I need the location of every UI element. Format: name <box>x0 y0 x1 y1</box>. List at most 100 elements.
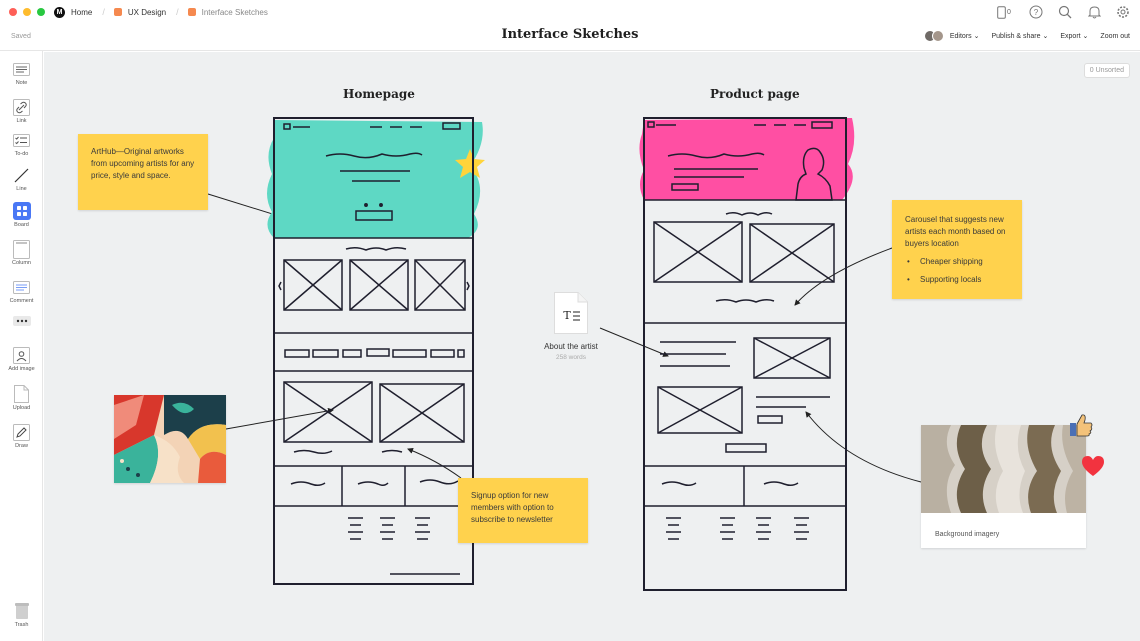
list-item: Cheaper shipping <box>905 256 1009 268</box>
document-word-count: 258 words <box>556 354 586 361</box>
search-button[interactable] <box>1056 3 1074 21</box>
tool-todo-label: To-do <box>14 151 29 157</box>
list-item: Supporting locals <box>905 274 1009 286</box>
close-window-button[interactable] <box>9 8 17 16</box>
breadcrumb-current[interactable]: Interface Sketches <box>201 7 268 17</box>
arrow-background-imagery[interactable] <box>805 411 922 483</box>
minimize-window-button[interactable] <box>23 8 31 16</box>
tool-comment[interactable]: Comment <box>0 278 43 304</box>
board-canvas[interactable]: 0 Unsorted Homepage Product page <box>44 52 1140 641</box>
unsorted-counter[interactable]: 0 Unsorted <box>1083 63 1130 78</box>
note-carousel[interactable]: Carousel that suggests new artists each … <box>892 200 1022 299</box>
tool-note-label: Note <box>15 80 28 86</box>
tool-draw-label: Draw <box>15 443 28 449</box>
tool-add-image-label: Add image <box>8 366 35 372</box>
saved-status: Saved <box>11 33 31 40</box>
tool-note[interactable]: Note <box>0 60 43 86</box>
tool-link[interactable]: Link <box>0 98 43 124</box>
zoom-window-button[interactable] <box>37 8 45 16</box>
pencil-icon <box>13 423 30 441</box>
board-color-icon <box>187 8 196 16</box>
tool-column[interactable]: Column <box>0 239 43 266</box>
phone-icon <box>997 5 1006 19</box>
editors-label: Editors <box>949 33 972 40</box>
arrow-carousel[interactable] <box>794 247 893 306</box>
help-button[interactable]: ? <box>1027 3 1045 21</box>
notifications-button[interactable] <box>1085 3 1103 21</box>
thumbs-up-sticker-icon[interactable] <box>1068 412 1094 438</box>
product-sketch-content <box>644 121 846 540</box>
tool-draw[interactable]: Draw <box>0 423 43 449</box>
window-controls <box>9 8 45 16</box>
document-card-about-artist[interactable]: T About the artist 258 words <box>531 292 611 361</box>
tool-link-label: Link <box>16 118 27 124</box>
note-signup-text: Signup option for new members with optio… <box>471 491 554 524</box>
arrow-artwork-image[interactable] <box>225 407 334 430</box>
column-icon <box>13 239 30 259</box>
settings-button[interactable] <box>1114 3 1132 21</box>
milanote-logo-icon[interactable]: M <box>54 6 65 18</box>
tool-board[interactable]: Board <box>0 202 43 228</box>
mobile-device-button[interactable]: 0 <box>992 3 1016 21</box>
export-label: Export <box>1060 33 1081 40</box>
breadcrumb-separator: / <box>102 7 105 17</box>
homepage-title: Homepage <box>343 87 415 101</box>
board-header: Saved Interface Sketches Editors ⌄ Publi… <box>0 24 1140 51</box>
tool-upload[interactable]: Upload <box>0 385 43 411</box>
tool-comment-label: Comment <box>9 298 34 304</box>
link-icon <box>13 98 30 116</box>
tool-todo[interactable]: To-do <box>0 131 43 157</box>
breadcrumb-ux-design[interactable]: UX Design <box>127 7 167 17</box>
background-imagery-card[interactable]: Background imagery <box>921 425 1086 548</box>
chevron-down-icon: ⌄ <box>973 33 980 40</box>
help-icon: ? <box>1029 5 1043 19</box>
arrow-about-artist[interactable] <box>599 327 669 357</box>
svg-text:?: ? <box>1034 8 1039 17</box>
tools-sidebar: Note Link To-do Line Board Column Commen… <box>0 51 43 641</box>
tool-trash-label: Trash <box>14 622 29 628</box>
heart-sticker-icon[interactable] <box>1080 454 1106 478</box>
arrow-signup[interactable] <box>407 448 462 479</box>
note-carousel-text: Carousel that suggests new artists each … <box>905 215 1006 248</box>
product-page-title: Product page <box>710 87 800 101</box>
tool-more[interactable] <box>0 312 43 330</box>
tool-trash[interactable]: Trash <box>0 602 43 628</box>
trash-icon <box>14 603 29 619</box>
tool-line[interactable]: Line <box>0 166 43 192</box>
image-caption: Background imagery <box>935 531 1000 538</box>
tool-column-label: Column <box>12 260 31 266</box>
tool-board-label: Board <box>14 222 29 228</box>
chevron-down-icon: ⌄ <box>1082 33 1089 40</box>
homepage-wireframe[interactable] <box>260 114 490 588</box>
editors-menu[interactable]: Editors ⌄ <box>950 32 980 40</box>
homepage-sketch-content <box>274 122 473 575</box>
artwork-image[interactable] <box>114 395 226 483</box>
svg-text:T: T <box>563 309 571 322</box>
breadcrumb-home[interactable]: Home <box>71 7 93 17</box>
comment-icon <box>13 280 30 294</box>
note-icon <box>13 62 30 76</box>
zoom-out-button[interactable]: Zoom out <box>1100 32 1130 40</box>
tool-upload-label: Upload <box>12 405 31 411</box>
device-count: 0 <box>1007 8 1011 16</box>
export-menu[interactable]: Export ⌄ <box>1060 32 1088 40</box>
note-carousel-bullets: Cheaper shipping Supporting locals <box>905 256 1009 286</box>
avatar <box>931 30 944 42</box>
product-page-wireframe[interactable] <box>634 114 864 592</box>
note-arthub-text: ArtHub—Original artworks from upcoming a… <box>91 147 195 180</box>
tool-add-image[interactable]: Add image <box>0 346 43 372</box>
publish-share-label: Publish & share <box>991 33 1041 40</box>
editor-avatars[interactable] <box>923 30 944 42</box>
upload-icon <box>14 385 29 403</box>
star-sticker-icon <box>455 149 485 178</box>
board-icon <box>12 202 31 220</box>
background-texture-image <box>921 425 1086 513</box>
document-title: About the artist <box>544 342 598 351</box>
note-signup[interactable]: Signup option for new members with optio… <box>458 478 588 543</box>
line-icon <box>14 168 29 182</box>
note-arthub[interactable]: ArtHub—Original artworks from upcoming a… <box>78 134 208 210</box>
more-icon <box>12 316 31 326</box>
search-icon <box>1058 5 1072 19</box>
bell-icon <box>1087 6 1101 19</box>
publish-share-menu[interactable]: Publish & share ⌄ <box>992 32 1049 40</box>
